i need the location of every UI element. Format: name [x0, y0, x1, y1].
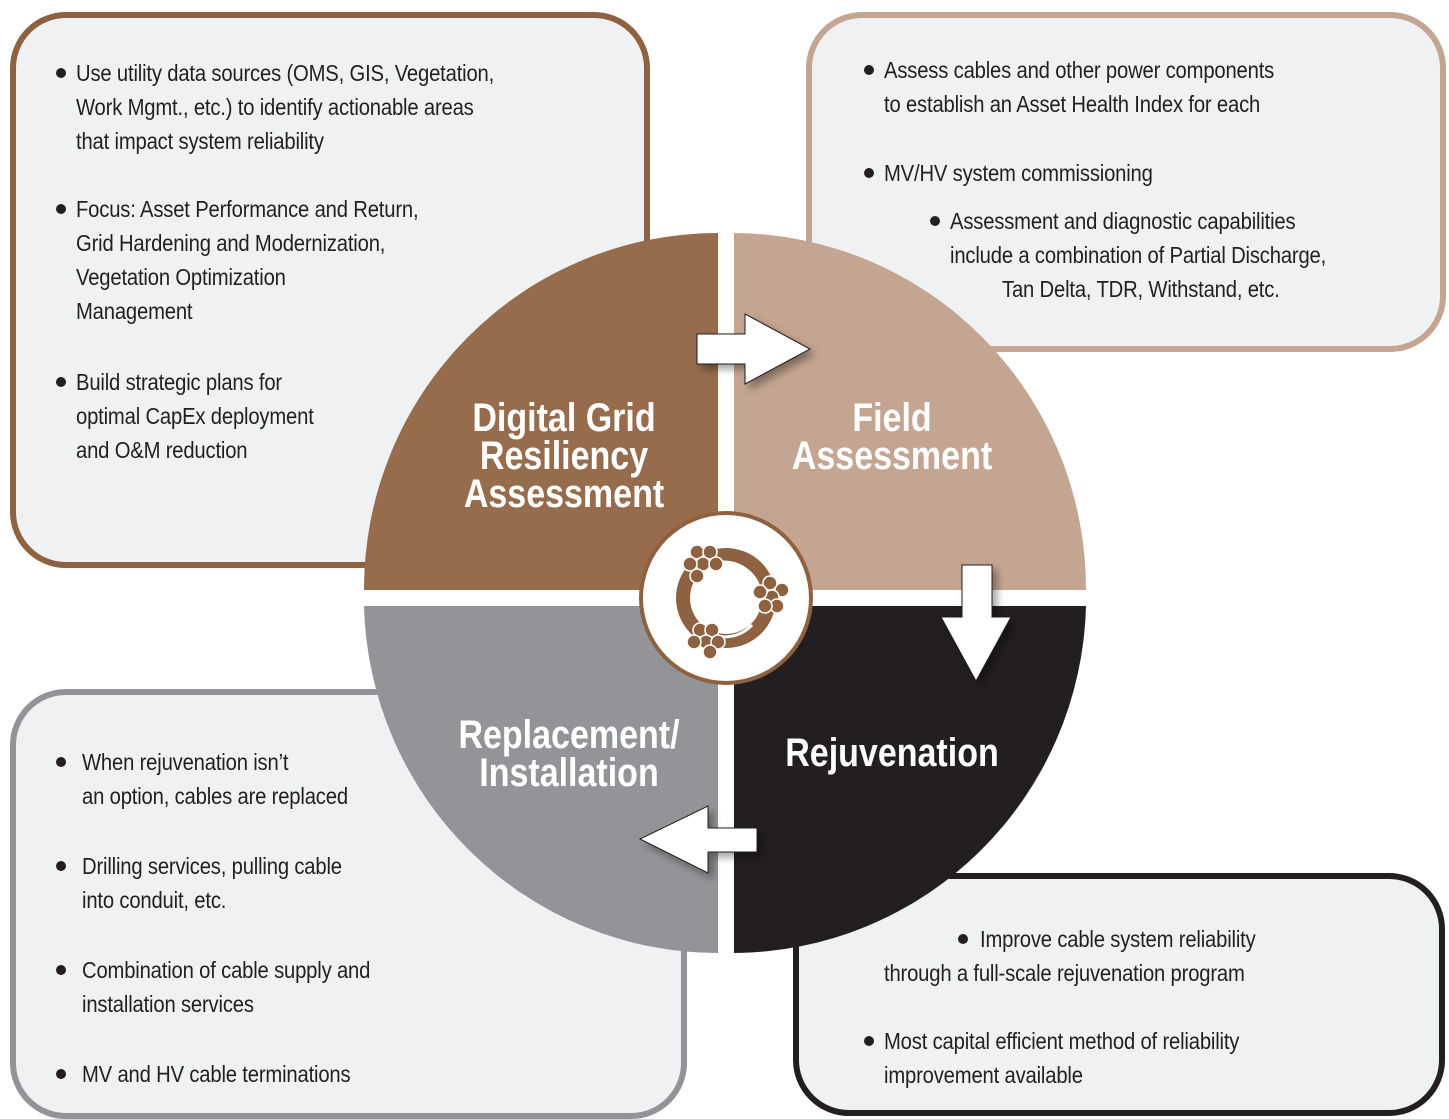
bullet-dot [56, 1069, 66, 1079]
digital-bullet-2-line-4: Management [76, 298, 193, 324]
field-assessment-title-line-2: Assessment [791, 434, 993, 478]
bullet-dot [56, 965, 66, 975]
replacement-title-line-2: Installation [479, 751, 659, 795]
bullet-dot [56, 861, 66, 871]
rejuvenation-bullet-2-line-2: improvement available [884, 1062, 1083, 1088]
replacement-title: Replacement/ Installation [437, 713, 701, 795]
digital-bullet-1-line-3: that impact system reliability [76, 128, 324, 154]
replacement-bullet-3-line-2: installation services [82, 991, 254, 1017]
field-bullet-1-line-2: to establish an Asset Health Index for e… [884, 91, 1261, 117]
rejuvenation-title-line-1: Rejuvenation [785, 731, 999, 775]
replacement-bullet-2-line-2: into conduit, etc. [82, 887, 227, 913]
quadrant-digital-grid [363, 233, 718, 590]
replacement-bullet-3-line-1: Combination of cable supply and [82, 957, 371, 983]
field-sub-bullet-line-3: Tan Delta, TDR, Withstand, etc. [1002, 276, 1280, 302]
bullet-dot [56, 377, 66, 387]
cable-strands-icon [639, 511, 813, 685]
rejuvenation-bullet-2-line-1: Most capital efficient method of reliabi… [884, 1028, 1240, 1054]
bullet-dot [56, 757, 66, 767]
field-sub-bullet-line-1: Assessment and diagnostic capabilities [950, 208, 1296, 234]
rejuvenation-bullet-1-line-1: Improve cable system reliability [980, 926, 1256, 952]
field-bullet-1-line-1: Assess cables and other power components [884, 57, 1275, 83]
replacement-bullet-2-line-1: Drilling services, pulling cable [82, 853, 342, 879]
digital-grid-title-line-2: Resiliency [479, 434, 649, 478]
bullet-dot [864, 1036, 874, 1046]
digital-grid-title-line-3: Assessment [463, 472, 665, 516]
arrow-right-icon [696, 313, 812, 385]
arrow-down-icon [940, 564, 1012, 683]
field-bullet-2-line-1: MV/HV system commissioning [884, 160, 1153, 186]
bullet-dot [958, 934, 968, 944]
rejuvenation-title: Rejuvenation [765, 731, 1020, 775]
replacement-bullet-1-line-1: When rejuvenation isn’t [82, 749, 289, 775]
quadrant-field-assessment [734, 233, 1087, 590]
replacement-title-line-1: Replacement/ [458, 713, 680, 757]
rejuvenation-bullet-1-line-2: through a full-scale rejuvenation progra… [884, 960, 1245, 986]
quadrant-replacement [364, 606, 718, 954]
digital-bullet-2-line-3: Vegetation Optimization [76, 264, 286, 290]
field-sub-bullet-line-2: include a combination of Partial Dischar… [950, 242, 1327, 268]
digital-bullet-3-line-3: and O&M reduction [76, 437, 248, 463]
digital-bullet-2-line-1: Focus: Asset Performance and Return, [76, 196, 419, 222]
replacement-bullet-1-line-2: an option, cables are replaced [82, 783, 348, 809]
field-assessment-title: Field Assessment [773, 396, 1011, 478]
bullet-dot [56, 68, 66, 78]
digital-bullet-3-line-2: optimal CapEx deployment [76, 403, 314, 429]
bullet-dot [864, 168, 874, 178]
quadrant-rejuvenation [734, 606, 1086, 953]
bullet-dot [864, 65, 874, 75]
digital-bullet-2-line-2: Grid Hardening and Modernization, [76, 230, 386, 256]
replacement-bullet-4-line-1: MV and HV cable terminations [82, 1061, 351, 1087]
digital-grid-title-line-1: Digital Grid [472, 396, 656, 440]
digital-bullet-1-line-1: Use utility data sources (OMS, GIS, Vege… [76, 60, 495, 86]
rejuvenation-panel [793, 873, 1445, 1116]
digital-grid-title: Digital Grid Resiliency Assessment [428, 396, 700, 516]
digital-bullet-1-line-2: Work Mgmt., etc.) to identify actionable… [76, 94, 474, 120]
digital-bullet-3-line-1: Build strategic plans for [76, 369, 282, 395]
arrow-left-icon [638, 805, 758, 874]
sub-bullet-dot [930, 216, 940, 226]
field-assessment-title-line-1: Field [852, 396, 932, 440]
bullet-dot [56, 204, 66, 214]
